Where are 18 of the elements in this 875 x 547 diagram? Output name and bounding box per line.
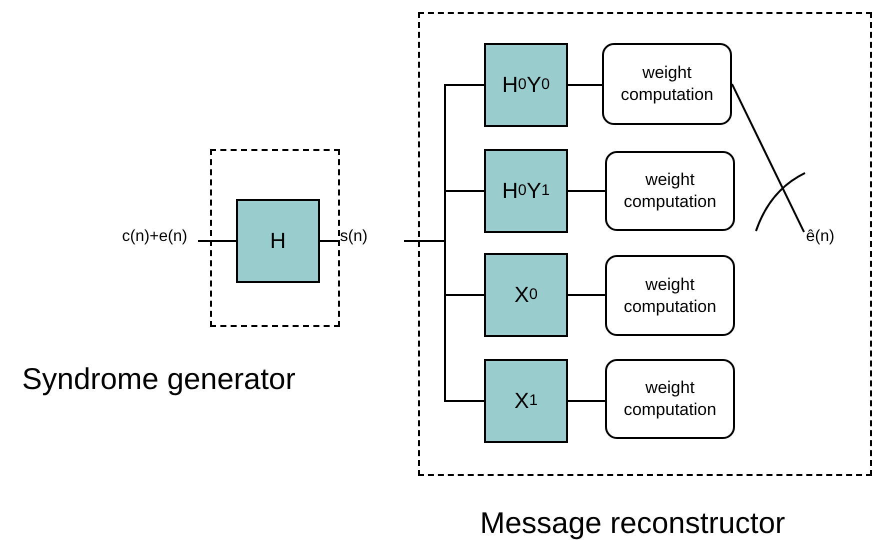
connector-line — [198, 240, 236, 242]
connector-line — [404, 240, 484, 402]
signal-label: c(n)+e(n) — [122, 228, 198, 254]
weight-computation-box: weight computation — [602, 43, 732, 125]
process-block: H — [236, 199, 320, 283]
connector-line — [320, 240, 340, 242]
connector-line — [568, 190, 605, 192]
weight-computation-box: weight computation — [605, 151, 735, 231]
weight-computation-box: weight computation — [605, 255, 735, 336]
connector-line — [568, 84, 602, 86]
signal-label: s(n) — [340, 228, 404, 254]
group-heading: Message reconstructor — [480, 506, 786, 542]
connector-line — [568, 294, 605, 296]
connector-line — [731, 84, 805, 232]
group-heading: Syndrome generator — [22, 362, 296, 398]
signal-label: ê(n) — [806, 228, 870, 254]
weight-computation-box: weight computation — [605, 359, 735, 439]
connector-line — [568, 400, 605, 402]
